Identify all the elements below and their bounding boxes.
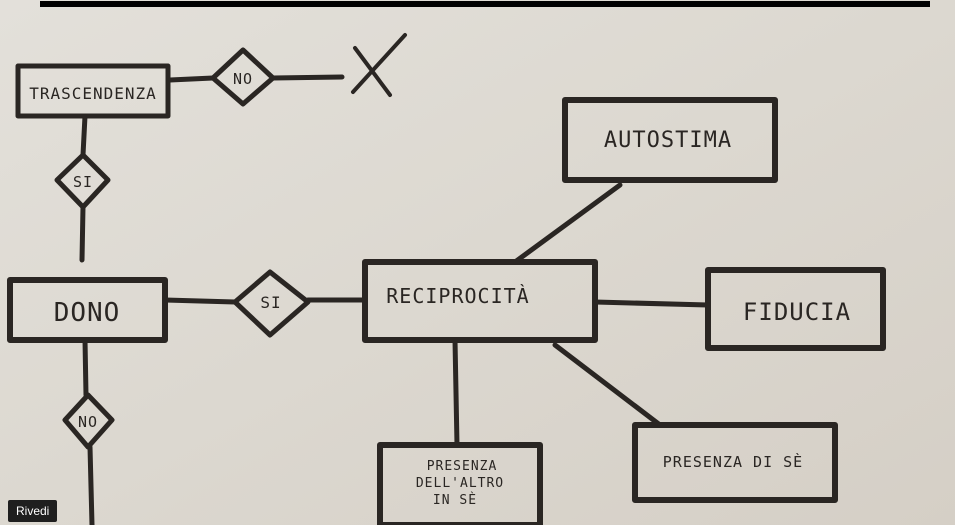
connector-reciprocita-fiducia — [592, 299, 711, 308]
node-reciprocita-label: RECIPROCITÀ — [386, 284, 529, 308]
replay-button[interactable]: Rivedi — [8, 500, 58, 522]
connector-trascendenza-si — [80, 113, 88, 158]
dead-end-x-mark — [351, 33, 407, 97]
connector-si-dono — [79, 204, 86, 263]
node-fiducia-box — [705, 267, 886, 351]
decision-si-left-label: SI — [73, 173, 93, 191]
connector-reciprocita-autostima — [512, 182, 623, 265]
connector-reciprocita-presenza-di-se — [552, 342, 663, 428]
connector-no-down — [87, 444, 95, 528]
top-bar — [40, 1, 930, 7]
node-trascendenza-box — [15, 63, 171, 119]
connector-dono-si — [162, 297, 238, 305]
connector-reciprocita-presenza-altro — [452, 337, 460, 448]
node-presenza-altro-label-line1: PRESENZA — [427, 459, 498, 474]
node-dono-label: DONO — [54, 298, 121, 328]
decision-si-mid-label: SI — [260, 293, 281, 312]
node-presenza-altro-label-line3: IN SÈ — [433, 492, 477, 508]
decision-si-left-diamond — [54, 152, 111, 210]
connector-dono-no — [82, 337, 89, 398]
decision-no-bottom-label: NO — [78, 413, 98, 431]
connector-trascendenza-no — [167, 75, 216, 83]
connector-no-x — [270, 74, 345, 81]
node-presenza-altro-label-line2: DELL'ALTRO — [416, 476, 504, 491]
node-fiducia-label: FIDUCIA — [743, 298, 851, 326]
node-presenza-di-se-label: PRESENZA DI SÈ — [663, 452, 803, 471]
node-trascendenza-label: TRASCENDENZA — [29, 84, 157, 103]
node-presenza-di-se-box — [632, 422, 838, 503]
node-autostima-label: AUTOSTIMA — [604, 128, 732, 153]
node-autostima-box — [562, 97, 778, 183]
decision-no-top-label: NO — [233, 70, 253, 88]
decision-no-bottom-diamond — [62, 392, 115, 450]
